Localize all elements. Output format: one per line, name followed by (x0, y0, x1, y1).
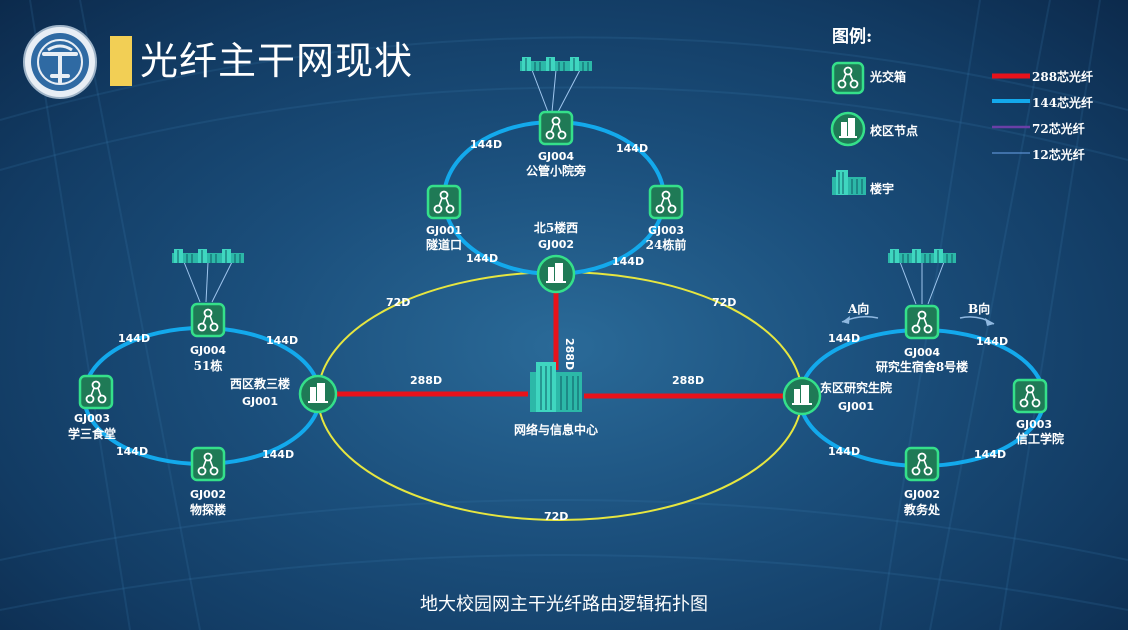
label-east-gj002-name: 教务处 (903, 502, 941, 517)
label-72d-nw: 72D (386, 296, 410, 309)
hub-node-west (298, 374, 338, 414)
label-east-hub-code: GJ001 (838, 400, 874, 413)
fiber-box-east-gj002 (904, 446, 940, 482)
label-direction-b: B向 (968, 301, 990, 316)
label-west-gj003-name: 学三食堂 (68, 426, 116, 441)
fiber-box-north-gj004 (538, 110, 574, 146)
label-144d-n2: 144D (616, 142, 648, 155)
fiber-box-north-gj001 (426, 184, 462, 220)
legend-title: 图例: (832, 27, 873, 47)
legend-line-swatches (992, 73, 1030, 154)
label-north-gj003-name: 24栋前 (646, 237, 687, 252)
building-cluster-east (887, 248, 957, 264)
university-logo (23, 25, 97, 99)
building-cluster-north (519, 56, 593, 72)
label-north-gj003-code: GJ003 (648, 224, 684, 237)
legend-building-icon (832, 170, 866, 195)
legend-label-144: 144芯光纤 (1032, 96, 1094, 110)
label-west-hub-code: GJ001 (242, 395, 278, 408)
label-north-hub: 北5楼西 (534, 220, 578, 235)
label-west-gj003-code: GJ003 (74, 412, 110, 425)
building-cluster-west (171, 248, 245, 264)
network-center-building-icon (530, 362, 582, 412)
legend-label-72: 72芯光纤 (1032, 122, 1085, 136)
label-north-gj001-code: GJ001 (426, 224, 462, 237)
label-72d-s: 72D (544, 510, 568, 523)
label-east-gj003-code: GJ003 (1016, 418, 1052, 431)
label-west-gj004-name: 51栋 (194, 358, 223, 373)
label-144d-w4: 144D (262, 448, 294, 461)
label-72d-ne: 72D (712, 296, 736, 309)
hub-node-north (536, 254, 576, 294)
label-east-hub: 东区研究生院 (820, 380, 892, 395)
label-north-gj004-code: GJ004 (538, 150, 574, 163)
label-west-gj002-code: GJ002 (190, 488, 226, 501)
label-144d-e3: 144D (828, 445, 860, 458)
legend-label-campus-node: 校区节点 (870, 124, 919, 138)
label-direction-a: A向 (847, 301, 869, 316)
label-144d-n1: 144D (470, 138, 502, 151)
label-west-hub: 西区教三楼 (230, 376, 290, 391)
fiber-box-east-gj003 (1012, 378, 1048, 414)
legend-icons (830, 61, 866, 195)
legend-fiber-box-icon (831, 61, 865, 95)
label-west-gj004-code: GJ004 (190, 344, 226, 357)
legend-label-fiber-box: 光交箱 (870, 70, 907, 84)
label-east-gj004-name: 研究生宿舍8号楼 (876, 359, 968, 374)
label-144d-n3: 144D (466, 252, 498, 265)
label-288d-east: 288D (672, 374, 704, 387)
label-144d-e2: 144D (976, 335, 1008, 348)
label-144d-n4: 144D (612, 255, 644, 268)
label-288d-north: 288D (563, 338, 576, 370)
label-east-gj003-name: 信工学院 (1016, 431, 1064, 446)
label-north-gj001-name: 隧道口 (426, 237, 462, 252)
hub-node-east (782, 376, 822, 416)
label-east-gj002-code: GJ002 (904, 488, 940, 501)
title-accent-bar (110, 36, 132, 86)
legend-label-building: 楼宇 (870, 182, 895, 196)
label-east-gj004-code: GJ004 (904, 346, 940, 359)
label-144d-w3: 144D (116, 445, 148, 458)
legend-campus-node-icon (830, 111, 866, 147)
page-title: 光纤主干网现状 (140, 39, 414, 83)
lines-12-core (183, 69, 945, 305)
fiber-box-west-gj004 (190, 302, 226, 338)
label-144d-w2: 144D (266, 334, 298, 347)
fiber-box-west-gj002 (190, 446, 226, 482)
label-network-center: 网络与信息中心 (514, 422, 598, 437)
label-north-hub-code: GJ002 (538, 238, 574, 251)
fiber-box-north-gj003 (648, 184, 684, 220)
label-north-gj004-name: 公管小院旁 (526, 163, 586, 178)
label-288d-west: 288D (410, 374, 442, 387)
label-144d-e1: 144D (828, 332, 860, 345)
fiber-box-west-gj003 (78, 374, 114, 410)
label-144d-e4: 144D (974, 448, 1006, 461)
label-144d-w1: 144D (118, 332, 150, 345)
label-west-gj002-name: 物探楼 (190, 502, 226, 517)
fiber-box-east-gj004 (904, 304, 940, 340)
diagram-caption: 地大校园网主干光纤路由逻辑拓扑图 (420, 594, 708, 615)
legend-label-288: 288芯光纤 (1032, 70, 1094, 84)
legend-label-12: 12芯光纤 (1032, 148, 1085, 162)
